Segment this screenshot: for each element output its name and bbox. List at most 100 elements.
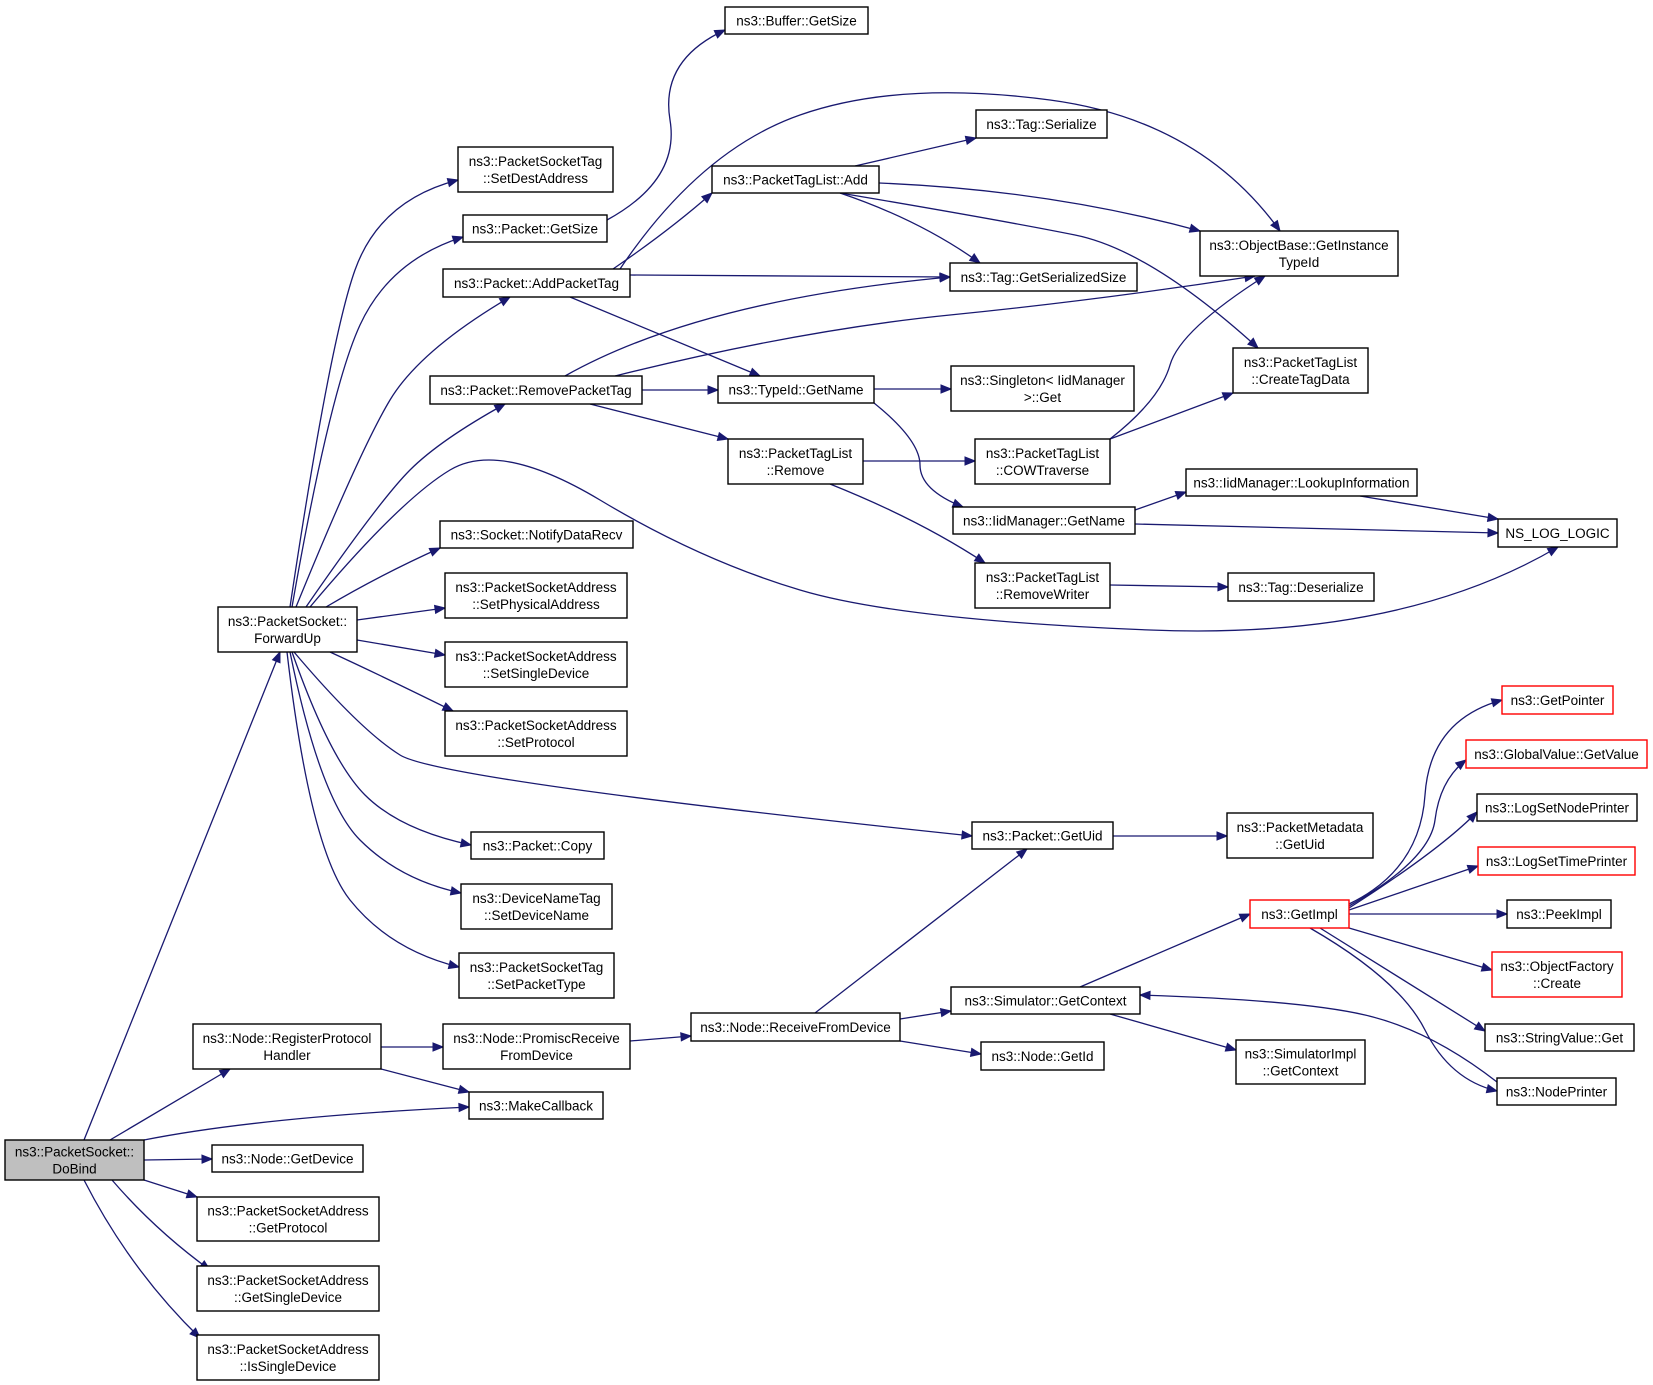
node-packet-removepackettag[interactable]: ns3::Packet::RemovePacketTag <box>429 375 643 405</box>
arrowhead-icon <box>218 1068 232 1079</box>
node-packet-addpackettag[interactable]: ns3::Packet::AddPacketTag <box>442 268 631 298</box>
node-box <box>196 1265 380 1312</box>
node-singleton-get[interactable]: ns3::Singleton< IidManager >::Get <box>950 365 1135 412</box>
edge-line <box>380 1068 470 1093</box>
arrowhead-icon <box>939 1007 953 1018</box>
node-tag-deserialize[interactable]: ns3::Tag::Deserialize <box>1227 572 1375 602</box>
edge-dobind-to-psa_getsingledevice <box>111 1179 212 1271</box>
node-tag-getserializedsize[interactable]: ns3::Tag::GetSerializedSize <box>949 262 1138 292</box>
node-label: ns3::PacketMetadata <box>1237 820 1364 835</box>
arrowhead-icon <box>1485 1083 1499 1094</box>
node-psa-getsingledevice[interactable]: ns3::PacketSocketAddress::GetSingleDevic… <box>196 1265 380 1312</box>
node-dnt-setdevicename[interactable]: ns3::DeviceNameTag::SetDeviceName <box>460 883 613 930</box>
node-label: ns3::PacketTagList::Add <box>723 173 868 188</box>
node-pst-setdestaddress[interactable]: ns3::PacketSocketTag::SetDestAddress <box>457 146 614 193</box>
arrowhead-icon <box>713 29 727 39</box>
node-label: ns3::PacketSocketAddress <box>455 718 617 733</box>
node-iidmanager-lookupinformation[interactable]: ns3::IidManager::LookupInformation <box>1185 468 1418 497</box>
node-stringvalue-get[interactable]: ns3::StringValue::Get <box>1484 1023 1635 1052</box>
node-label: ::RemoveWriter <box>996 587 1090 602</box>
node-logsettimeprinter[interactable]: ns3::LogSetTimePrinter <box>1477 846 1636 876</box>
node-psa-getprotocol[interactable]: ns3::PacketSocketAddress::GetProtocol <box>196 1196 380 1242</box>
node-label: ns3::Packet::GetUid <box>982 829 1102 844</box>
node-label: ns3::Packet::Copy <box>483 839 593 854</box>
node-buffer-getsize[interactable]: ns3::Buffer::GetSize <box>724 6 869 35</box>
edge-node_promiscreceive-to-node_receivefromdevice <box>629 1032 693 1042</box>
node-label: ns3::PacketTagList <box>986 446 1100 461</box>
node-ptl-removewriter[interactable]: ns3::PacketTagList::RemoveWriter <box>974 562 1111 609</box>
edge-ptl_cowtraverse-to-ptl_createtagdata <box>1109 392 1235 440</box>
edge-line <box>1348 927 1493 971</box>
call-edges <box>83 29 1560 1339</box>
arrowhead-icon <box>1188 223 1202 233</box>
node-label: ns3::PacketSocketAddress <box>455 580 617 595</box>
node-psa-issingledevice[interactable]: ns3::PacketSocketAddress::IsSingleDevice <box>196 1334 380 1381</box>
edge-line <box>899 1040 982 1055</box>
node-box <box>1506 899 1612 929</box>
node-label: ns3::Node::ReceiveFromDevice <box>700 1020 891 1035</box>
arrowhead-icon <box>1490 698 1504 708</box>
node-simulatorimpl-getcontext[interactable]: ns3::SimulatorImpl::GetContext <box>1235 1039 1366 1085</box>
node-ptl-createtagdata[interactable]: ns3::PacketTagList::CreateTagData <box>1232 347 1369 394</box>
node-box <box>950 986 1141 1015</box>
node-box <box>1484 1023 1635 1052</box>
node-getimpl[interactable]: ns3::GetImpl <box>1249 899 1350 929</box>
node-box <box>1477 846 1636 876</box>
node-packet-copy[interactable]: ns3::Packet::Copy <box>470 831 605 860</box>
edge-line <box>295 296 511 608</box>
node-node-receivefromdevice[interactable]: ns3::Node::ReceiveFromDevice <box>690 1012 901 1042</box>
node-ns-log-logic[interactable]: NS_LOG_LOGIC <box>1497 518 1618 548</box>
node-box <box>211 1144 364 1173</box>
node-packetmetadata-getuid[interactable]: ns3::PacketMetadata::GetUid <box>1226 812 1374 859</box>
node-packet-getuid[interactable]: ns3::Packet::GetUid <box>971 821 1114 850</box>
node-label: ::Remove <box>767 463 825 478</box>
node-ptl-cowtraverse[interactable]: ns3::PacketTagList::COWTraverse <box>974 438 1111 485</box>
function-nodes: ns3::PacketSocket::DoBindns3::PacketSock… <box>4 6 1648 1381</box>
node-simulator-getcontext[interactable]: ns3::Simulator::GetContext <box>950 986 1141 1015</box>
arrowhead-icon <box>1221 392 1235 402</box>
node-ptl-add[interactable]: ns3::PacketTagList::Add <box>711 165 880 194</box>
edge-simulator_getcontext-to-getimpl <box>1079 913 1252 988</box>
edge-packet_removepackettag-to-objectbase_getinstancetypeid <box>614 272 1257 377</box>
node-socket-notifydatarecv[interactable]: ns3::Socket::NotifyDataRecv <box>439 520 634 549</box>
node-logsetnodeprinter[interactable]: ns3::LogSetNodePrinter <box>1476 793 1638 822</box>
node-pst-setpackettype[interactable]: ns3::PacketSocketTag::SetPacketType <box>458 952 615 999</box>
edge-line <box>329 651 454 712</box>
node-label: ::SetSingleDevice <box>483 666 590 681</box>
node-getdevice[interactable]: ns3::Node::GetDevice <box>211 1144 364 1173</box>
node-box <box>196 1334 380 1381</box>
node-node-getid[interactable]: ns3::Node::GetId <box>980 1041 1105 1071</box>
node-box <box>950 365 1135 412</box>
node-psa-setphysicaladdress[interactable]: ns3::PacketSocketAddress::SetPhysicalAdd… <box>444 572 628 619</box>
node-ptl-remove[interactable]: ns3::PacketTagList::Remove <box>727 438 864 485</box>
node-globalvalue-getvalue[interactable]: ns3::GlobalValue::GetValue <box>1465 739 1648 769</box>
node-label: ns3::PacketSocket:: <box>15 1145 134 1160</box>
node-objectfactory-create[interactable]: ns3::ObjectFactory::Create <box>1491 951 1623 998</box>
arrowhead-icon <box>447 959 461 970</box>
node-label: ForwardUp <box>254 631 321 646</box>
arrowhead-icon <box>271 650 281 664</box>
node-iidmanager-getname[interactable]: ns3::IidManager::GetName <box>952 506 1136 535</box>
node-label: ::SetDestAddress <box>483 171 588 186</box>
node-peekimpl[interactable]: ns3::PeekImpl <box>1506 899 1612 929</box>
node-nodeprinter[interactable]: ns3::NodePrinter <box>1496 1077 1617 1106</box>
arrowhead-icon <box>498 296 512 307</box>
node-getpointer[interactable]: ns3::GetPointer <box>1501 685 1614 715</box>
node-dobind: ns3::PacketSocket::DoBind <box>4 1139 145 1181</box>
node-label: ns3::Node::PromiscReceive <box>453 1031 620 1046</box>
node-packet-getsize[interactable]: ns3::Packet::GetSize <box>462 214 608 243</box>
edge-line <box>1348 699 1503 905</box>
node-psa-setsingledevice[interactable]: ns3::PacketSocketAddress::SetSingleDevic… <box>444 641 628 688</box>
arrowhead-icon <box>964 456 977 466</box>
node-psa-setprotocol[interactable]: ns3::PacketSocketAddress::SetProtocol <box>444 710 628 757</box>
arrowhead-icon <box>1486 512 1500 522</box>
edge-forwardup-to-pst_setpackettype <box>286 651 461 970</box>
node-makecallback[interactable]: ns3::MakeCallback <box>468 1091 604 1120</box>
node-tag-serialize[interactable]: ns3::Tag::Serialize <box>975 109 1108 139</box>
node-forwardup[interactable]: ns3::PacketSocket::ForwardUp <box>217 606 358 653</box>
node-typeid-getname[interactable]: ns3::TypeId::GetName <box>717 375 875 404</box>
